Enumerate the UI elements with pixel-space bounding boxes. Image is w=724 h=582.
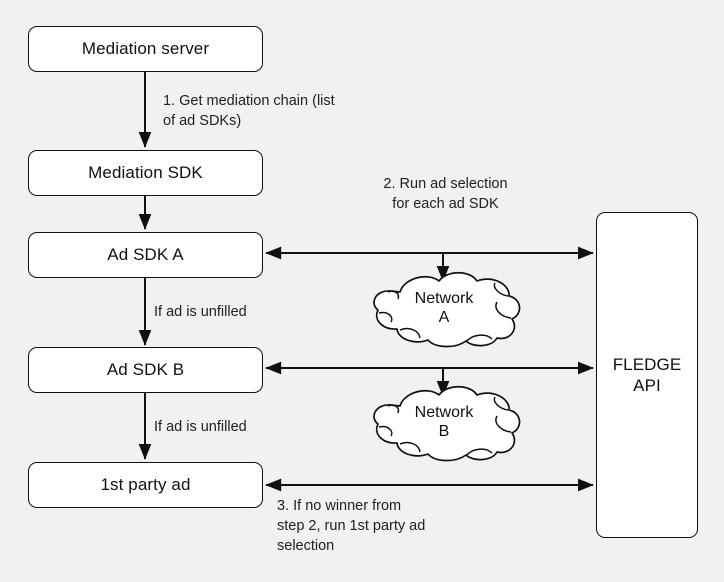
network-a-cloud-shape <box>373 271 521 348</box>
node-ad-sdk-b[interactable]: Ad SDK B <box>28 347 263 393</box>
node-ad-sdk-b-label: Ad SDK B <box>106 360 185 380</box>
annotation-step-3: 3. If no winner from step 2, run 1st par… <box>277 498 426 554</box>
node-fledge-api-label: FLEDGE API <box>612 354 682 395</box>
node-mediation-sdk-label: Mediation SDK <box>88 163 203 183</box>
node-ad-sdk-a[interactable]: Ad SDK A <box>28 232 263 278</box>
node-mediation-server-label: Mediation server <box>81 39 210 59</box>
node-first-party-ad-label: 1st party ad <box>100 475 191 495</box>
annotation-if-ad-unfilled-b: If ad is unfilled <box>154 419 247 435</box>
node-first-party-ad[interactable]: 1st party ad <box>28 462 263 508</box>
annotation-if-ad-unfilled-a: If ad is unfilled <box>154 304 247 320</box>
annotation-step-2: 2. Run ad selection for each ad SDK <box>383 176 508 212</box>
node-mediation-sdk[interactable]: Mediation SDK <box>28 150 263 196</box>
annotation-step-1: 1. Get mediation chain (list of ad SDKs) <box>163 93 335 129</box>
network-b-cloud-shape <box>373 385 521 462</box>
node-ad-sdk-a-label: Ad SDK A <box>107 245 184 265</box>
node-mediation-server[interactable]: Mediation server <box>28 26 263 72</box>
node-fledge-api[interactable]: FLEDGE API <box>596 212 698 538</box>
